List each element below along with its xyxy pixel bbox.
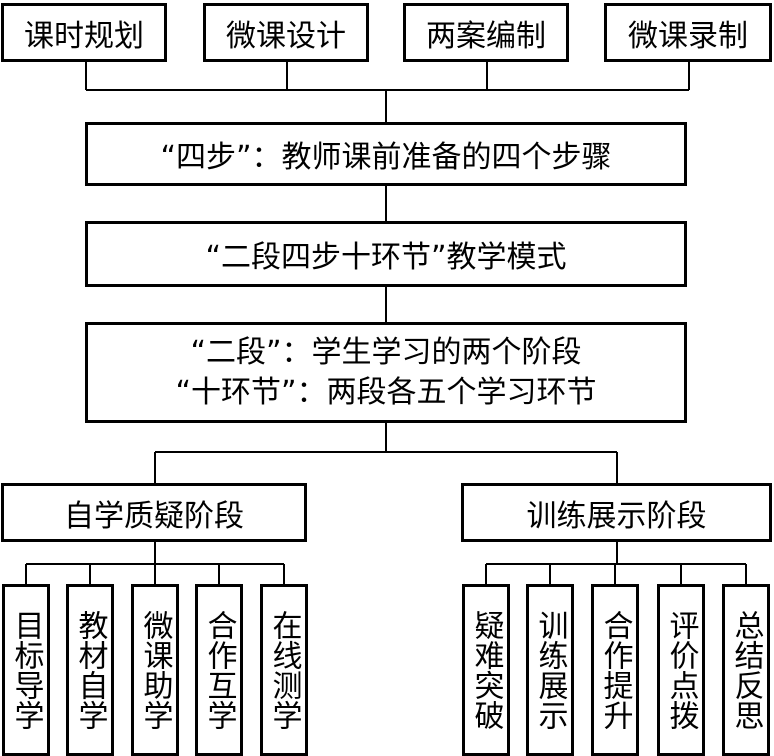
link-box: 训练展示 [526, 584, 574, 756]
step-box-microlesson-design: 微课设计 [203, 3, 369, 62]
step-box-lesson-planning: 课时规划 [1, 3, 167, 62]
four-steps-text: “四步”：教师课前准备的四个步骤 [160, 140, 612, 175]
link-label: 合作互学 [201, 610, 237, 730]
link-label: 目标导学 [8, 610, 44, 730]
step-box-microlesson-recording: 微课录制 [604, 3, 772, 62]
link-box: 疑难突破 [462, 584, 510, 756]
teaching-mode-text: “二段四步十环节”教学模式 [205, 240, 567, 275]
link-label: 总结反思 [728, 610, 764, 730]
step-label: 两案编制 [426, 18, 546, 54]
four-steps-box: “四步”：教师课前准备的四个步骤 [85, 122, 687, 186]
link-label: 训练展示 [532, 610, 568, 730]
phases-line-1: “二段”：学生学习的两个阶段 [190, 334, 582, 370]
link-label: 疑难突破 [468, 610, 504, 730]
phases-line-2: “十环节”：两段各五个学习环节 [175, 374, 597, 410]
link-box: 合作互学 [195, 584, 243, 756]
link-box: 目标导学 [2, 584, 50, 756]
teaching-mode-box: “二段四步十环节”教学模式 [85, 221, 687, 287]
step-label: 微课录制 [628, 18, 748, 54]
stage-label: 自学质疑阶段 [64, 498, 244, 534]
step-label: 课时规划 [24, 18, 144, 54]
stage-label: 训练展示阶段 [526, 498, 707, 534]
link-box: 微课助学 [131, 584, 179, 756]
stage-box-training: 训练展示阶段 [461, 483, 772, 542]
phases-box: “二段”：学生学习的两个阶段 “十环节”：两段各五个学习环节 [85, 322, 687, 423]
link-label: 评价点拨 [663, 610, 699, 730]
link-label: 在线测学 [266, 610, 302, 730]
step-box-two-plans: 两案编制 [403, 3, 569, 62]
step-label: 微课设计 [226, 18, 346, 54]
stage-box-self-study: 自学质疑阶段 [1, 483, 307, 542]
link-box: 评价点拨 [657, 584, 705, 756]
link-label: 合作提升 [597, 610, 633, 730]
link-label: 教材自学 [72, 610, 108, 730]
link-box: 教材自学 [66, 584, 114, 756]
link-box: 合作提升 [591, 584, 639, 756]
link-box: 总结反思 [722, 584, 770, 756]
link-box: 在线测学 [260, 584, 308, 756]
link-label: 微课助学 [137, 610, 173, 730]
